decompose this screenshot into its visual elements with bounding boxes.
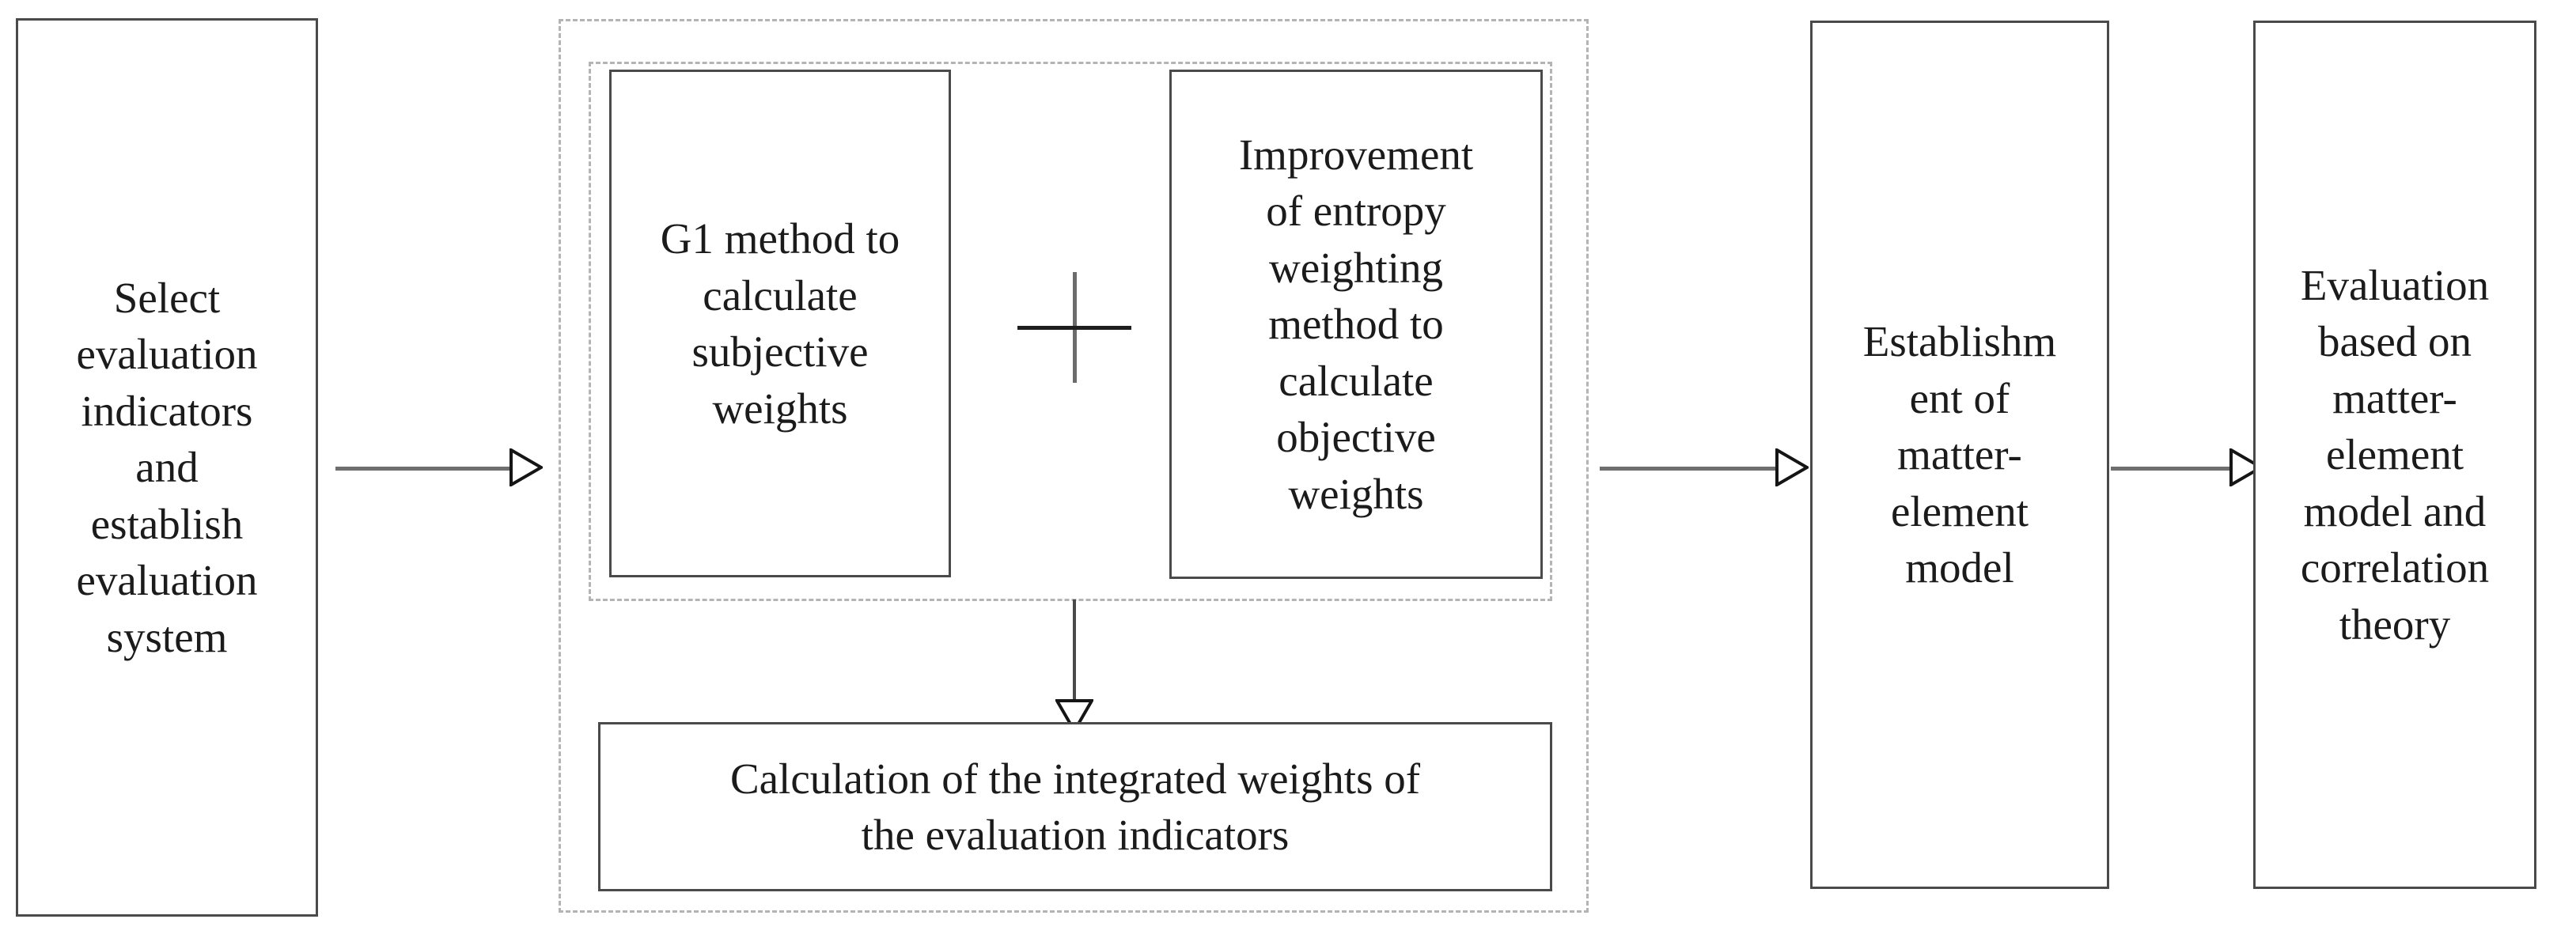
inner-dashed-group	[589, 62, 1552, 601]
node-select-evaluation-indicators: Select evaluation indicators and establi…	[16, 18, 318, 917]
node-evaluation-matter-element-correlation: Evaluation based on matter- element mode…	[2253, 21, 2536, 889]
edge-4-line	[1073, 599, 1076, 704]
edge-3-line	[2111, 467, 2231, 471]
node-evaluation-matter-element-correlation-label: Evaluation based on matter- element mode…	[2300, 260, 2490, 649]
plus-operator-icon	[1017, 272, 1131, 383]
node-establish-matter-element-model: Establishm ent of matter- element model	[1810, 21, 2109, 889]
plus-horizontal-stroke	[1017, 326, 1131, 330]
node-integrated-weights-label: Calculation of the integrated weights of…	[729, 754, 1421, 860]
node-entropy-weighting-method-label: Improvement of entropy weighting method …	[1238, 130, 1474, 518]
edge-2-line	[1600, 467, 1777, 471]
edge-1-line	[335, 467, 511, 471]
node-g1-method-label: G1 method to calculate subjective weight…	[660, 214, 900, 433]
node-select-evaluation-indicators-label: Select evaluation indicators and establi…	[76, 273, 258, 661]
node-integrated-weights: Calculation of the integrated weights of…	[598, 722, 1552, 891]
outer-dashed-group	[559, 19, 1589, 913]
node-entropy-weighting-method: Improvement of entropy weighting method …	[1169, 70, 1543, 579]
edge-4-arrowhead	[1055, 699, 1093, 732]
node-establish-matter-element-model-label: Establishm ent of matter- element model	[1862, 317, 2057, 592]
node-g1-method: G1 method to calculate subjective weight…	[609, 70, 951, 577]
